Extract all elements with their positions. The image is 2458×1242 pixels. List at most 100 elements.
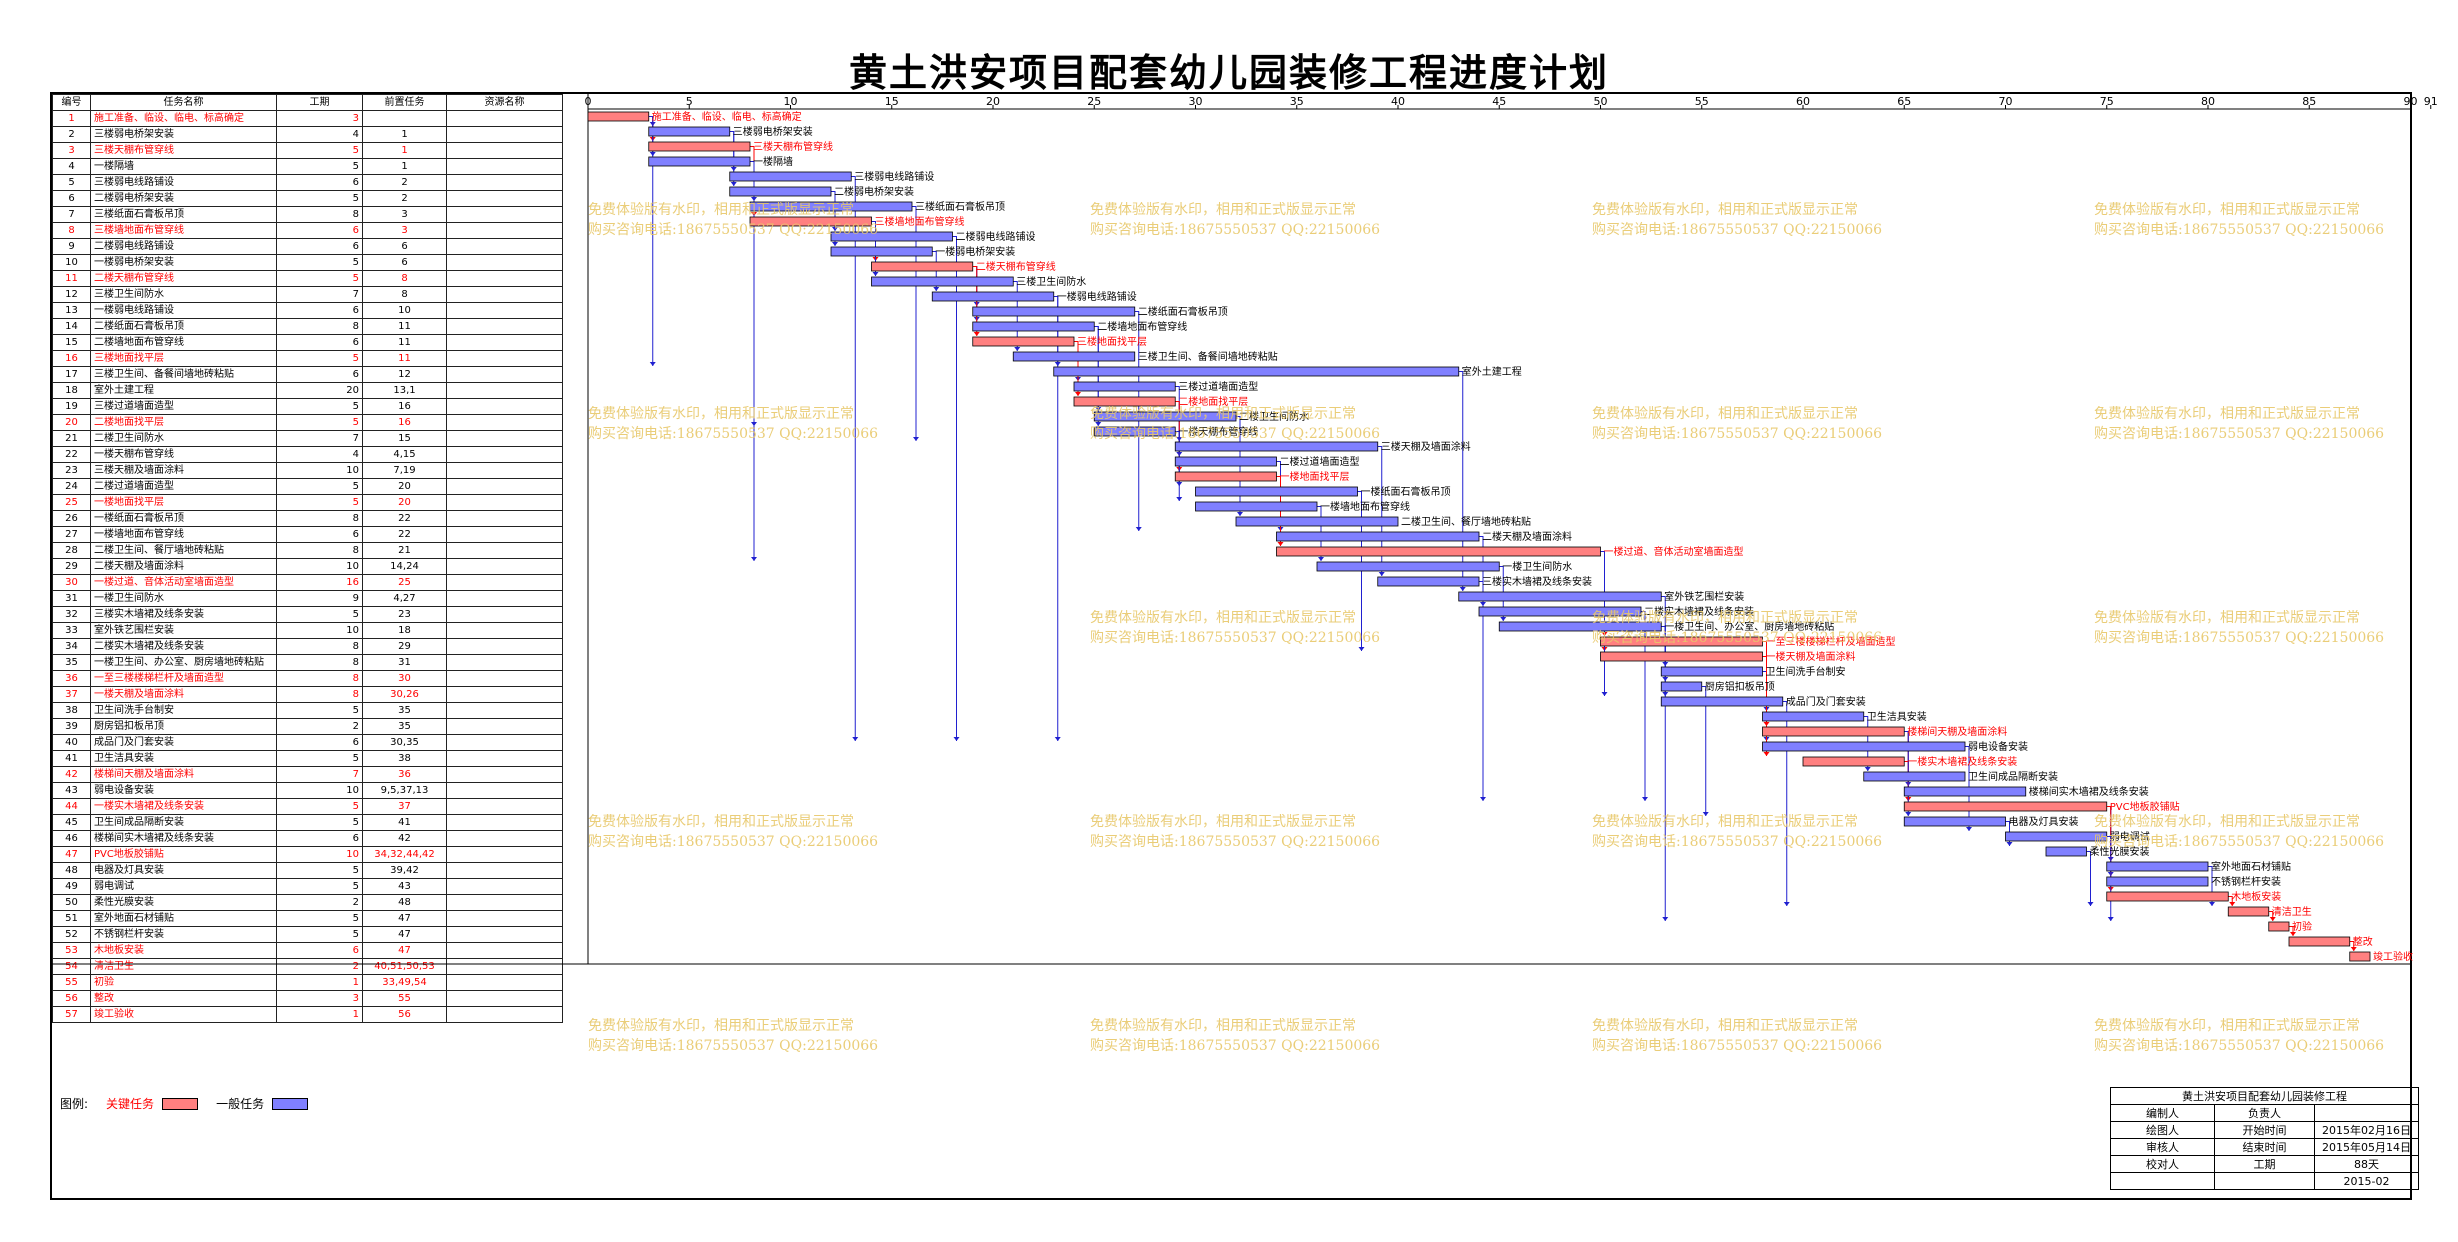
gantt-bar-label: 一楼实木墙裙及线条安装	[1907, 755, 2017, 768]
gantt-bar-label: 二楼弱电桥架安装	[834, 185, 914, 198]
gantt-bar-label: 三楼弱电桥架安装	[733, 125, 813, 138]
dependency-link	[1317, 506, 1322, 561]
info-dur-label: 工期	[2214, 1155, 2315, 1173]
gantt-bar	[648, 141, 751, 152]
dependency-link	[1701, 686, 1707, 816]
gantt-bar	[830, 246, 933, 257]
header-name: 任务名称	[90, 94, 277, 111]
gantt-bar	[1073, 381, 1176, 392]
gantt-bar	[1012, 351, 1136, 362]
gantt-bar	[2288, 936, 2351, 947]
dependency-arrow	[832, 242, 838, 246]
dependency-link	[952, 236, 957, 741]
gantt-bar-label: 二楼过道墙面造型	[1280, 455, 1360, 468]
gantt-bar	[587, 111, 650, 122]
gantt-bar	[830, 231, 953, 242]
gantt-bar	[1316, 561, 1500, 572]
gantt-bar-label: 三楼卫生间防水	[1016, 275, 1086, 288]
dependency-arrow	[1054, 737, 1061, 741]
gantt-bar	[1660, 681, 1703, 692]
x-tick-label: 65	[1897, 95, 1911, 108]
gantt-bar-label: 室外地面石材铺贴	[2211, 860, 2291, 873]
gantt-bar	[1195, 486, 1358, 497]
gantt-bar	[972, 306, 1136, 317]
dependency-arrow	[1358, 647, 1365, 651]
gantt-bar-label: 竣工验收	[2373, 950, 2413, 963]
gantt-bar	[1903, 801, 2108, 812]
gantt-bar-label: 三楼弱电线路铺设	[854, 170, 934, 183]
dependency-arrow	[2229, 902, 2236, 906]
dependency-arrow	[1642, 797, 1648, 801]
info-reviewer: 审核人	[2110, 1138, 2215, 1156]
gantt-bar	[1377, 576, 1480, 587]
gantt-bar-label: 成品门及门套安装	[1786, 695, 1866, 708]
legend-title: 图例:	[60, 1097, 89, 1111]
x-tick-label: 35	[1290, 95, 1304, 108]
gantt-bar-label: 二楼实木墙裙及线条安装	[1644, 605, 1754, 618]
gantt-bar	[1235, 516, 1399, 527]
gantt-bar	[931, 291, 1055, 302]
gantt-bar-label: 楼梯间实木墙裙及线条安装	[2029, 785, 2149, 798]
gantt-bar	[2268, 921, 2290, 932]
gantt-bar	[1660, 666, 1763, 677]
dependency-arrow	[1095, 422, 1102, 426]
cell-id: 57	[52, 1006, 91, 1023]
dependency-link	[851, 176, 856, 741]
gantt-bar	[1276, 546, 1601, 557]
gantt-bar-label: 三楼纸面石膏板吊顶	[915, 200, 1005, 213]
dependency-link	[1053, 296, 1059, 741]
x-tick-label: 45	[1492, 95, 1506, 108]
gantt-bar	[1863, 771, 1966, 782]
gantt-bar	[2106, 876, 2209, 887]
dependency-link	[1074, 341, 1079, 396]
dependency-arrow	[1783, 902, 1790, 906]
dependency-arrow	[2290, 932, 2296, 936]
gantt-bar	[1660, 696, 1784, 707]
info-end-label: 结束时间	[2214, 1138, 2315, 1156]
gantt-bar-label: 厨房铝扣板吊顶	[1705, 680, 1775, 693]
dependency-arrow	[1500, 617, 1507, 621]
gantt-bar-label: 一至三楼楼梯栏杆及墙面造型	[1766, 635, 1896, 648]
gantt-bar-label: 二楼弱电线路铺设	[956, 230, 1036, 243]
gantt-bar	[1498, 621, 1662, 632]
info-date: 2015-02	[2314, 1172, 2419, 1190]
gantt-bar-label: 一楼过道、音体活动室墙面造型	[1604, 545, 1744, 558]
dependency-arrow	[1135, 527, 1142, 531]
gantt-bar	[1276, 531, 1480, 542]
gantt-bar-label: 三楼实木墙裙及线条安装	[1482, 575, 1592, 588]
gantt-bar-label: 一楼天棚及墙面涂料	[1766, 650, 1856, 663]
gantt-bar-label: 初验	[2292, 920, 2312, 933]
dependency-arrow	[1864, 767, 1871, 771]
dependency-link	[1661, 596, 1666, 921]
gantt-bar	[972, 321, 1095, 332]
gantt-bar-label: 一楼弱电线路铺设	[1057, 290, 1137, 303]
info-plotted-by: 绘图人	[2110, 1121, 2215, 1139]
dependency-arrow	[1905, 812, 1912, 816]
dependency-arrow	[1277, 542, 1284, 546]
gantt-bar-label: 卫生间洗手台制安	[1766, 665, 1846, 678]
dependency-arrow	[2006, 842, 2013, 846]
gantt-bar	[1762, 711, 1865, 722]
x-tick-label: 91	[2424, 95, 2438, 108]
dependency-arrow	[2209, 902, 2215, 906]
gantt-bar-label: 二楼卫生间防水	[1239, 410, 1309, 423]
gantt-bar-label: 弱电设备安装	[1968, 740, 2028, 753]
gantt-bar-label: 一楼弱电桥架安装	[935, 245, 1015, 258]
gantt-bar-label: 二楼纸面石膏板吊顶	[1138, 305, 1228, 318]
